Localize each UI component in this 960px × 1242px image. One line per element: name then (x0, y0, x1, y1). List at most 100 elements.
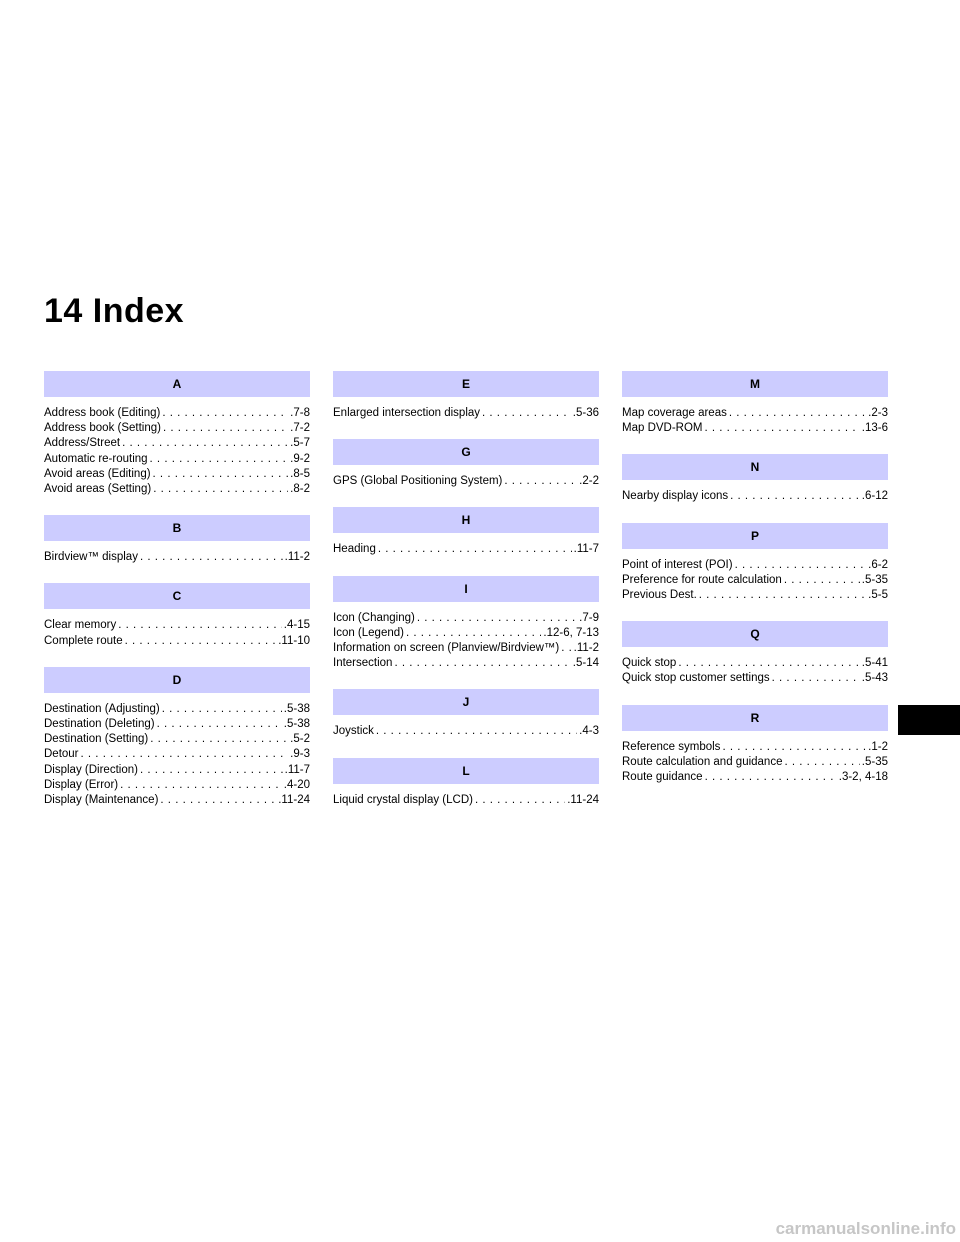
page-reference: .5-7 (290, 437, 310, 450)
dot-leader (784, 573, 860, 588)
page-reference: .6-2 (868, 558, 888, 571)
section-letter-heading: C (44, 583, 310, 610)
dot-leader (772, 671, 860, 686)
index-entry[interactable]: Avoid areas (Setting).8-2 (44, 482, 310, 497)
index-entry[interactable]: Quick stop.5-41 (622, 656, 888, 671)
index-entry[interactable]: Information on screen (Planview/Birdview… (333, 641, 599, 656)
index-entry[interactable]: Detour.9-3 (44, 747, 310, 762)
dot-leader (150, 732, 288, 747)
index-term: Clear memory (44, 619, 117, 632)
index-entry[interactable]: Route calculation and guidance .5-35 (622, 755, 888, 770)
index-entry[interactable]: Liquid crystal display (LCD) .11-24 (333, 793, 599, 808)
section-letter-heading: G (333, 439, 599, 466)
index-entry[interactable]: Destination (Setting).5-2 (44, 732, 310, 747)
index-entry[interactable]: Birdview™ display.11-2 (44, 550, 310, 565)
index-term: Route calculation and guidance (622, 755, 783, 768)
index-term: Display (Error) (44, 778, 119, 791)
page-reference: .7-8 (290, 407, 310, 419)
index-entry[interactable]: Icon (Legend).12-6, 7-13 (333, 626, 599, 641)
index-entry[interactable]: Preference for route calculation.5-35 (622, 573, 888, 588)
page-reference: .5-35 (861, 573, 888, 586)
index-term: Birdview™ display (44, 551, 138, 564)
index-entry[interactable]: Address/Street .5-7 (44, 436, 310, 451)
index-term: Detour (44, 748, 79, 761)
index-entry[interactable]: Display (Error) .4-20 (44, 778, 310, 793)
index-entry[interactable]: Address book (Setting).7-2 (44, 421, 310, 436)
page-reference: .5-36 (572, 407, 599, 419)
dot-leader (722, 740, 866, 755)
dot-leader (162, 702, 282, 717)
index-term: Address book (Setting) (44, 422, 161, 435)
index-entry[interactable]: Previous Dest. .5-5 (622, 588, 888, 603)
index-term: Destination (Deleting) (44, 718, 155, 731)
page-reference: .5-35 (861, 755, 888, 768)
index-entry[interactable]: Enlarged intersection display.5-36 (333, 406, 599, 421)
index-term: Liquid crystal display (LCD) (333, 793, 473, 806)
section-letter-heading: R (622, 704, 888, 731)
page-reference: .11-24 (567, 793, 599, 806)
index-term: Route guidance (622, 771, 703, 784)
page-reference: .5-38 (283, 718, 310, 731)
index-entry[interactable]: Icon (Changing).7-9 (333, 611, 599, 626)
index-entry[interactable]: Display (Direction).11-7 (44, 763, 310, 778)
index-entry[interactable]: GPS (Global Positioning System) .2-2 (333, 474, 599, 489)
dot-leader (162, 406, 288, 421)
index-entry[interactable]: Reference symbols.1-2 (622, 740, 888, 755)
index-term: Previous Dest. (622, 589, 697, 602)
dot-leader (561, 641, 571, 656)
index-term: Intersection (333, 657, 393, 670)
section-letter-heading: B (44, 515, 310, 542)
page-reference: .2-2 (579, 475, 599, 488)
index-entry[interactable]: Avoid areas (Editing).8-5 (44, 467, 310, 482)
index-entry[interactable]: Map DVD-ROM.13-6 (622, 421, 888, 436)
section-letter-heading: L (333, 757, 599, 784)
index-term: Display (Maintenance) (44, 794, 159, 807)
index-entry[interactable]: Point of interest (POI) .6-2 (622, 558, 888, 573)
dot-leader (482, 406, 571, 421)
dot-leader (118, 618, 282, 633)
page-reference: .4-20 (283, 778, 310, 791)
index-term: Map coverage areas (622, 407, 727, 419)
index-term: Information on screen (Planview/Birdview… (333, 642, 560, 655)
index-term: Nearby display icons (622, 490, 729, 503)
dot-leader (729, 406, 866, 421)
index-entry[interactable]: Joystick.4-3 (333, 724, 599, 739)
section-letter-heading: M (622, 371, 888, 397)
index-entry[interactable]: Intersection.5-14 (333, 656, 599, 671)
index-entry[interactable]: Display (Maintenance).11-24 (44, 793, 310, 808)
page-reference: .5-41 (861, 657, 888, 670)
index-term: Address/Street (44, 437, 121, 450)
page-reference: .2-3 (868, 407, 888, 419)
index-entry[interactable]: Complete route.11-10 (44, 634, 310, 649)
dot-leader (378, 542, 572, 557)
index-entry[interactable]: Destination (Adjusting).5-38 (44, 702, 310, 717)
index-entry[interactable]: Quick stop customer settings.5-43 (622, 671, 888, 686)
index-entry[interactable]: Automatic re-routing.9-2 (44, 452, 310, 467)
index-entry[interactable]: Route guidance .3-2, 4-18 (622, 770, 888, 785)
dot-leader (705, 421, 860, 436)
index-term: GPS (Global Positioning System) (333, 475, 503, 488)
page-reference: .5-5 (868, 589, 888, 602)
index-entry[interactable]: Clear memory.4-15 (44, 618, 310, 633)
page-reference: .11-7 (284, 763, 310, 776)
index-entry[interactable]: Nearby display icons.6-12 (622, 489, 888, 504)
index-entry[interactable]: Destination (Deleting) .5-38 (44, 717, 310, 732)
index-entry[interactable]: Map coverage areas .2-3 (622, 406, 888, 421)
page-reference: .11-2 (573, 642, 599, 655)
index-term: Point of interest (POI) (622, 558, 733, 571)
index-term: Reference symbols (622, 740, 721, 753)
index-term: Joystick (333, 725, 374, 738)
page-reference: .12-6, 7-13 (543, 626, 599, 639)
index-section: B Birdview™ display.11-2 (44, 515, 310, 565)
page-reference: .11-7 (573, 543, 599, 556)
page-reference: .3-2, 4-18 (838, 771, 888, 784)
index-entry[interactable]: Heading.11-7 (333, 542, 599, 557)
dot-leader (406, 626, 541, 641)
index-entry[interactable]: Address book (Editing).7-8 (44, 406, 310, 421)
